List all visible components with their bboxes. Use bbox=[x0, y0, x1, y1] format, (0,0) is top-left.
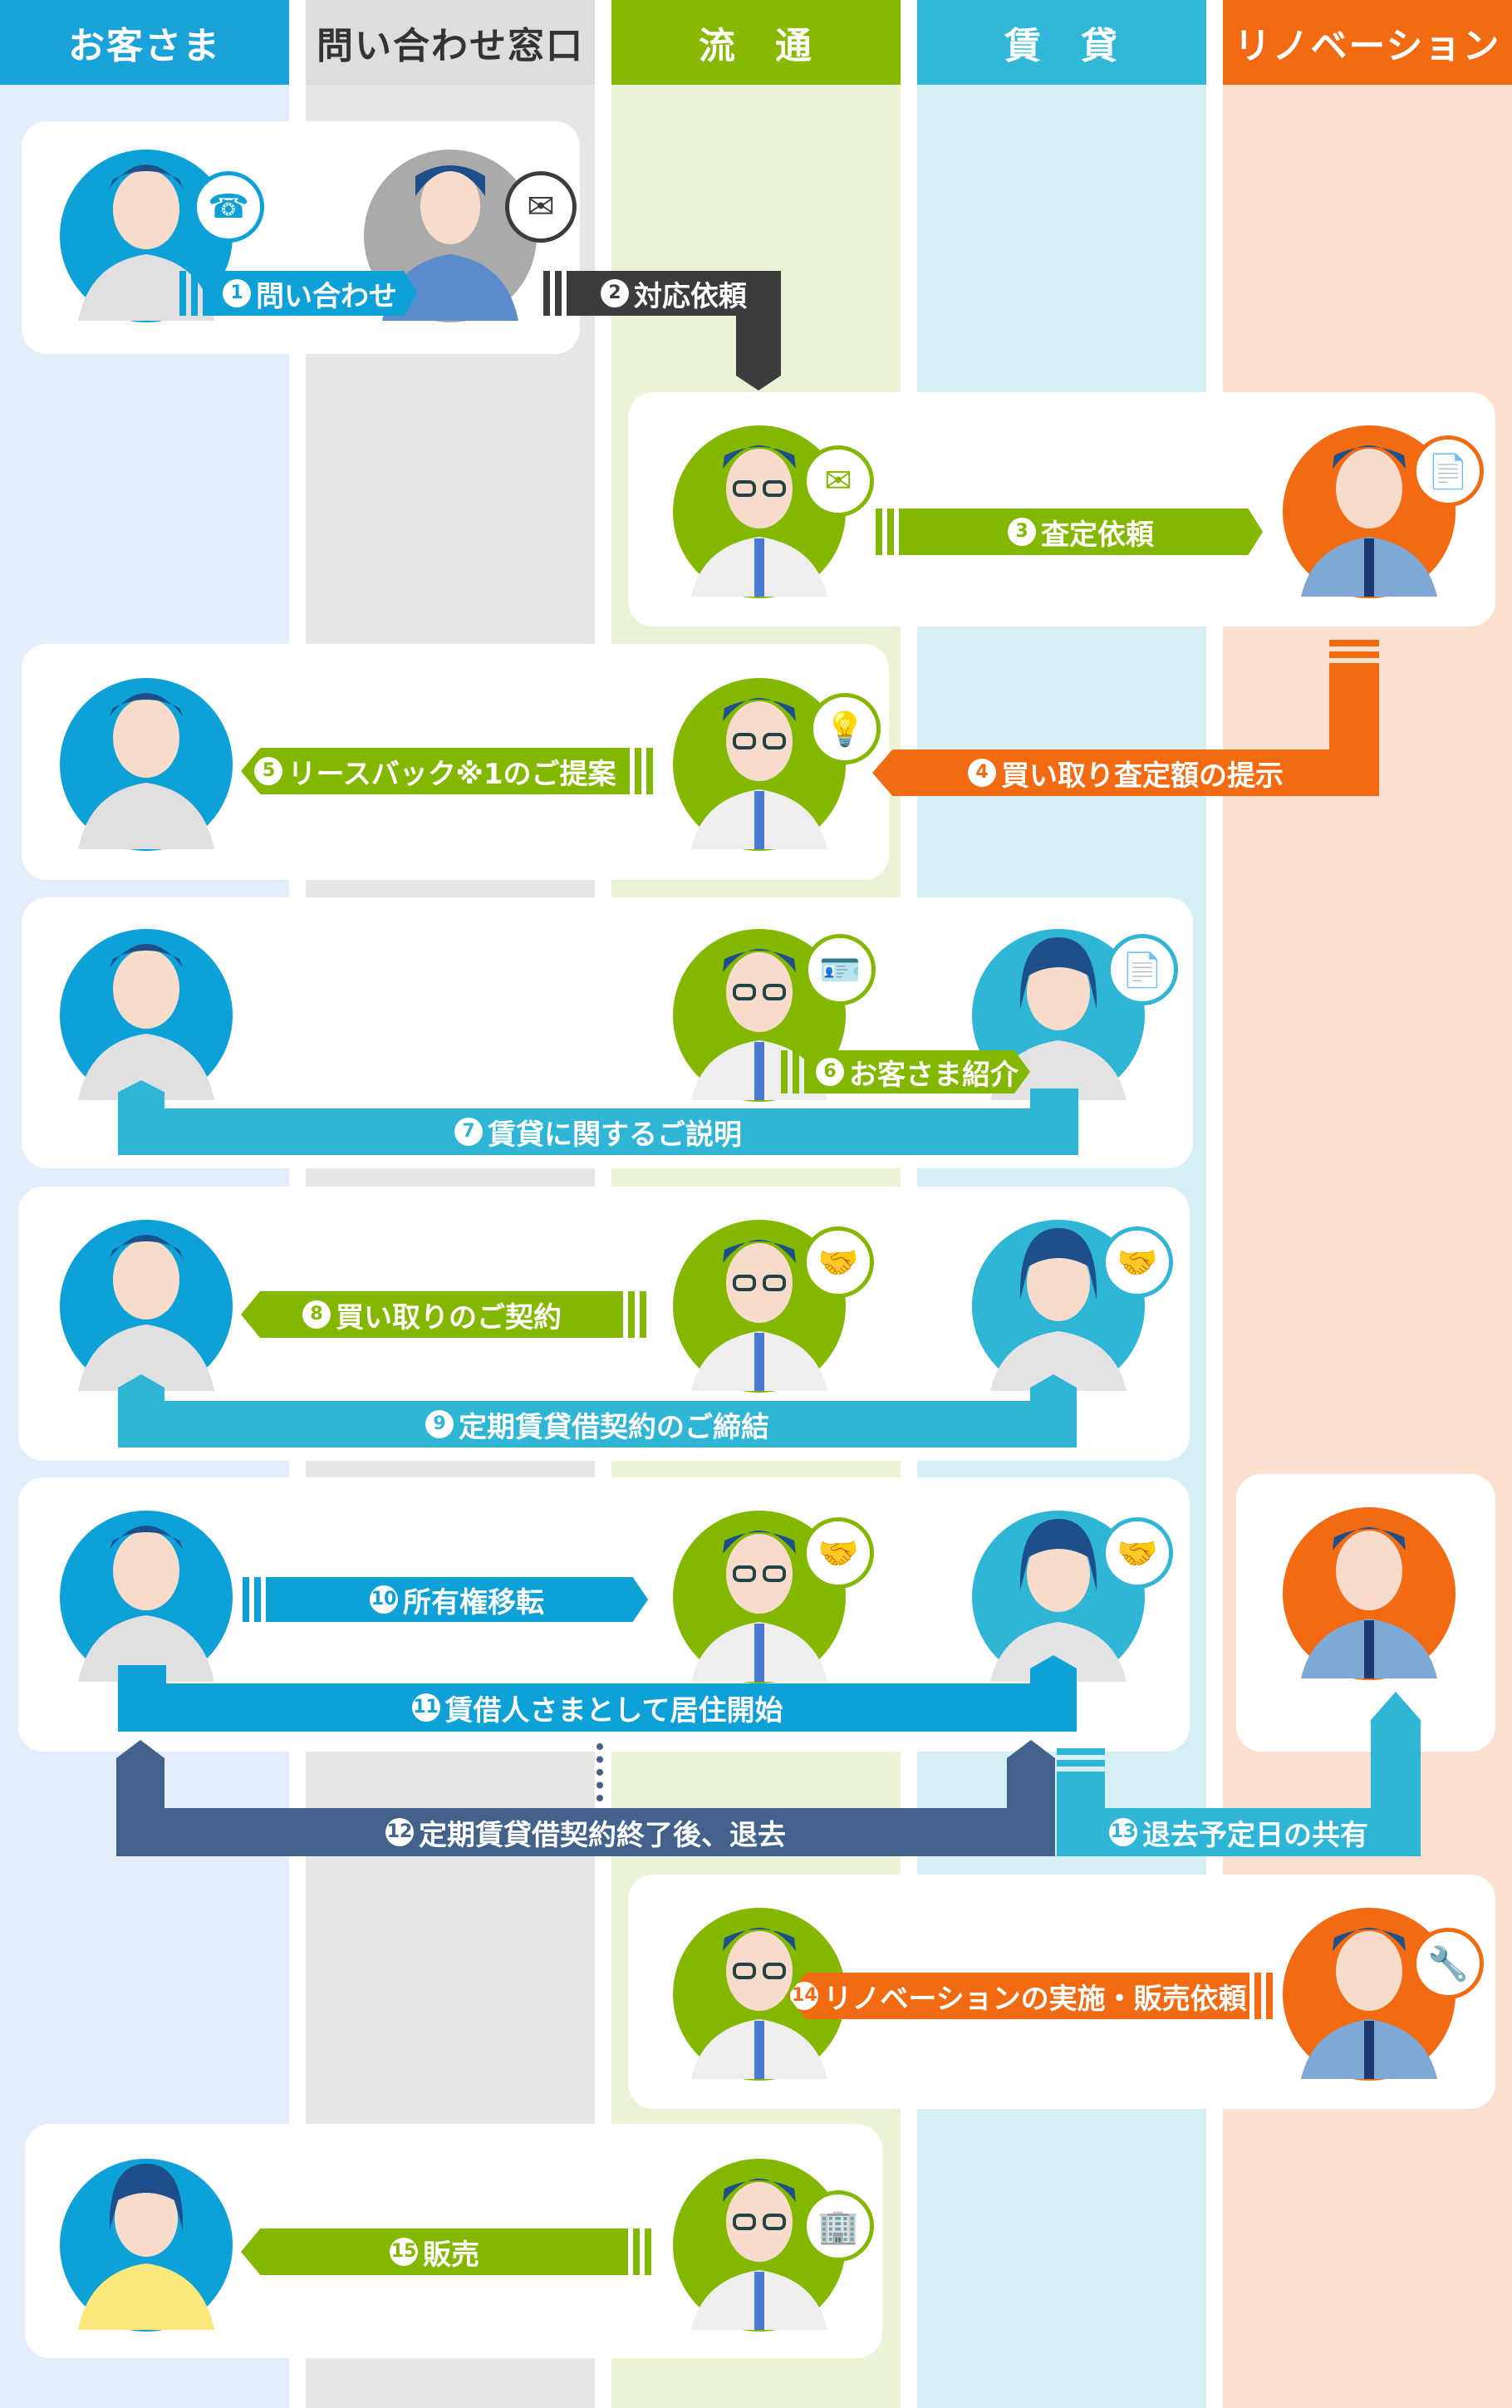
step5-bar-tick bbox=[646, 748, 653, 794]
step14-bar-tick bbox=[1254, 1973, 1261, 2019]
document-icon: 📄 bbox=[1107, 934, 1178, 1005]
step12-dotted-line bbox=[596, 1743, 610, 1801]
step11-connector bbox=[118, 1665, 166, 1683]
step4-connector bbox=[1329, 640, 1379, 646]
handshake-icon: 🤝 bbox=[803, 1226, 874, 1298]
step2-connector bbox=[736, 316, 781, 391]
mail-icon: ✉ bbox=[803, 445, 874, 517]
avatar-buyer bbox=[60, 2159, 233, 2332]
avatar-distribution-2 bbox=[673, 678, 846, 851]
handshake-icon: 🤝 bbox=[1102, 1517, 1173, 1589]
step3-bar-tick bbox=[887, 509, 894, 555]
handshake-icon: 🤝 bbox=[803, 1517, 874, 1589]
step14-bar-tick bbox=[1266, 1973, 1273, 2019]
step2-bar-tick bbox=[543, 271, 550, 316]
step3-bar-tick bbox=[876, 509, 882, 555]
phone-icon: ☎ bbox=[193, 171, 264, 243]
step8-bar-tick bbox=[640, 1291, 646, 1338]
step5-bar-tick bbox=[635, 748, 641, 794]
avatar-customer-5 bbox=[60, 1511, 233, 1683]
avatar-renovation-2 bbox=[1283, 1507, 1456, 1680]
step15-bar-tick bbox=[633, 2229, 640, 2275]
step1-bar-tick bbox=[179, 271, 186, 316]
step4-connector bbox=[1329, 651, 1379, 658]
id-card-icon: 🪪 bbox=[804, 934, 876, 1005]
avatar-operator bbox=[364, 150, 537, 322]
step10-bar-tick bbox=[254, 1577, 261, 1622]
building-icon: 🏢 bbox=[803, 2190, 874, 2262]
document-icon: 📄 bbox=[1412, 435, 1484, 507]
avatar-customer-4 bbox=[60, 1220, 233, 1393]
step7-connector bbox=[1030, 1089, 1078, 1108]
step8-bar-tick bbox=[628, 1291, 635, 1338]
avatar-distribution-1 bbox=[673, 425, 846, 598]
lane-head-inquiry: 問い合わせ窓口 bbox=[306, 0, 595, 85]
avatar-customer-3 bbox=[60, 929, 233, 1102]
lane-head-distribution: 流 通 bbox=[611, 0, 901, 85]
lane-head-rental: 賃 貸 bbox=[917, 0, 1206, 85]
lane-head-renovation: リノベーション bbox=[1223, 0, 1512, 85]
step6-bar-tick bbox=[781, 1050, 788, 1093]
avatar-distribution-6 bbox=[673, 1908, 846, 2081]
step13-connector bbox=[1057, 1760, 1105, 1767]
mail-icon: ✉ bbox=[505, 171, 577, 243]
step15-bar-tick bbox=[645, 2229, 651, 2275]
lightbulb-icon: 💡 bbox=[809, 693, 881, 764]
step2-bar-tick bbox=[555, 271, 562, 316]
avatar-distribution-7 bbox=[673, 2159, 846, 2332]
avatar-customer-2 bbox=[60, 678, 233, 851]
wrench-icon: 🔧 bbox=[1412, 1928, 1484, 1999]
step6-bar-tick bbox=[793, 1050, 799, 1093]
step1-bar-tick bbox=[191, 271, 198, 316]
step10-bar-tick bbox=[243, 1577, 249, 1622]
handshake-icon: 🤝 bbox=[1102, 1226, 1173, 1298]
lane-head-customer: お客さま bbox=[0, 0, 289, 85]
avatar-renovation-1 bbox=[1283, 425, 1456, 598]
avatar-renovation-3 bbox=[1283, 1908, 1456, 2081]
step13-connector bbox=[1057, 1748, 1105, 1755]
